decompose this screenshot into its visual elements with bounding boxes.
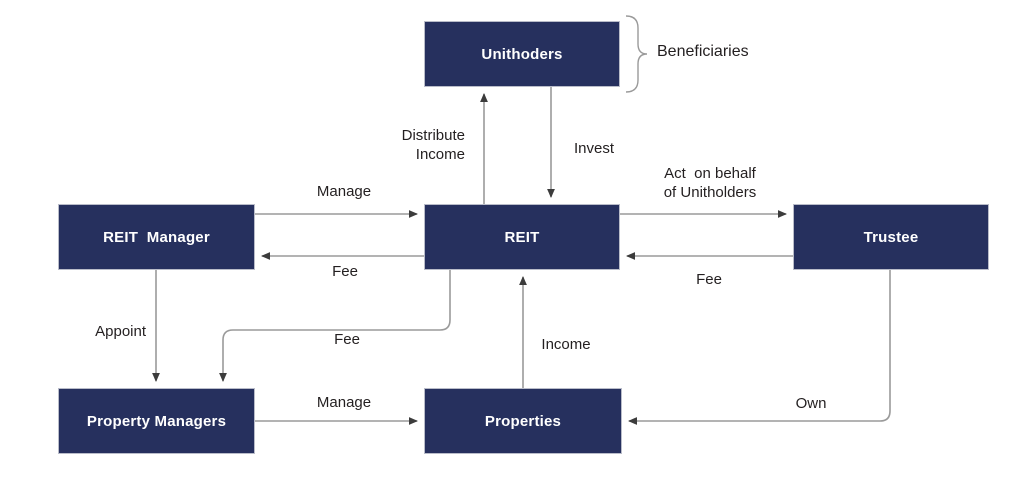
edge-label-manage-properties: Manage [316,394,372,411]
node-property-managers[interactable]: Property Managers [58,388,255,454]
edge-label-fee-reit-manager: Fee [332,263,358,280]
edge-label-invest: Invest [573,140,615,157]
node-properties[interactable]: Properties [424,388,622,454]
edge-label-distribute-income: Distribute Income [401,127,465,163]
group-label-beneficiaries: Beneficiaries [657,43,749,60]
edge-label-act-on-behalf: Act on behalf of Unitholders [663,165,757,201]
node-unitholders[interactable]: Unithoders [424,21,620,87]
node-reit-manager[interactable]: REIT Manager [58,204,255,270]
node-reit[interactable]: REIT [424,204,620,270]
edge-own [628,270,891,425]
edge-fee-property-managers [219,270,451,382]
edge-label-fee-property-managers: Fee [334,331,360,348]
beneficiaries-brace [625,15,648,93]
edge-label-fee-trustee: Fee [696,271,722,288]
edge-label-own: Own [795,395,827,412]
edge-label-manage-reit: Manage [316,183,372,200]
node-trustee[interactable]: Trustee [793,204,989,270]
edge-label-appoint: Appoint [95,323,146,340]
edge-label-income: Income [541,336,591,353]
